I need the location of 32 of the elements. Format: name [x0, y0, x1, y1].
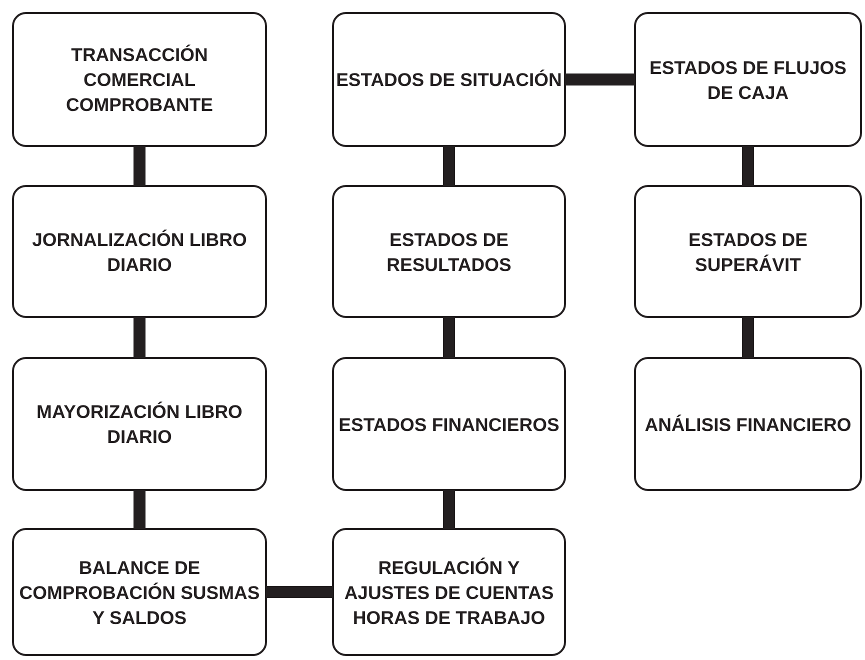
connector-line — [742, 318, 754, 357]
process-box — [12, 12, 267, 147]
process-box — [12, 185, 267, 318]
box-label: JORNALIZACIÓN LIBRO DIARIO — [31, 228, 248, 276]
process-box — [634, 12, 862, 147]
box-label: ESTADOS FINANCIEROS — [338, 412, 560, 436]
process-box — [332, 12, 566, 147]
box-label: BALANCE DE COMPROBACIÓN SUSMAS Y SALDOS — [18, 556, 261, 630]
process-box — [332, 185, 566, 318]
box-label: ESTADOS DE RESULTADOS — [386, 228, 512, 276]
process-box — [634, 185, 862, 318]
box-label: ESTADOS DE SITUACIÓN — [336, 68, 562, 92]
process-box — [634, 357, 862, 491]
process-box — [12, 357, 267, 491]
connector-line — [443, 318, 455, 357]
box-label: MAYORIZACIÓN LIBRO DIARIO — [36, 400, 244, 449]
connector-line — [742, 147, 754, 185]
connector-line — [134, 147, 146, 185]
connector-line — [134, 491, 146, 528]
connector-line — [267, 586, 332, 598]
process-box — [332, 528, 566, 656]
process-box — [332, 357, 566, 491]
box-label: TRANSACCIÓN COMERCIAL COMPROBANTE — [65, 43, 214, 117]
connector-line — [566, 74, 634, 86]
box-label: ESTADOS DE SUPERÁVIT — [688, 228, 808, 276]
process-box — [12, 528, 267, 656]
connector-line — [443, 147, 455, 185]
box-label: ANÁLISIS FINANCIERO — [644, 412, 852, 436]
box-label: REGULACIÓN Y AJUSTES DE CUENTAS HORAS DE TRABAJO — [343, 556, 555, 630]
connector-line — [134, 318, 146, 357]
connector-line — [443, 491, 455, 528]
box-label: ESTADOS DE FLUJOS DE CAJA — [648, 56, 848, 104]
